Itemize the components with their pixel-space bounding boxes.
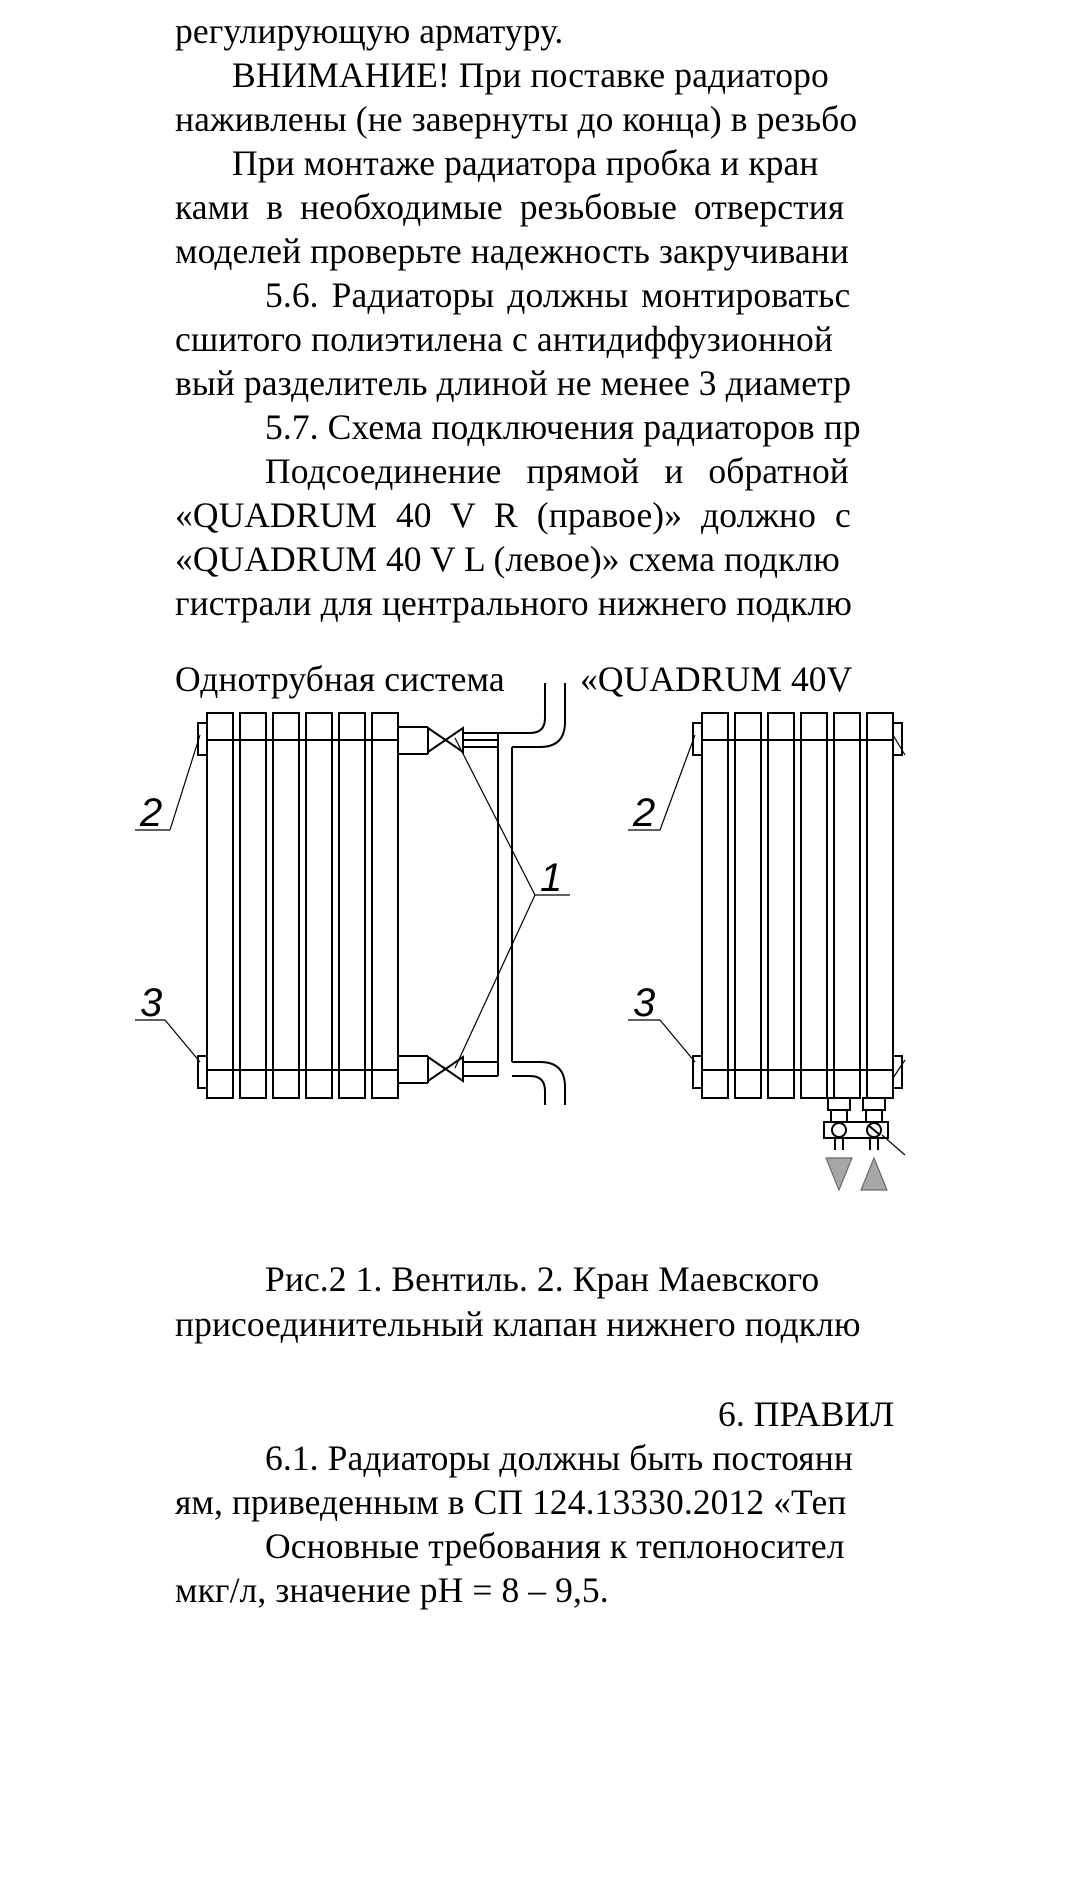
bottom-connection-valve <box>823 1097 889 1150</box>
paragraph-line: Основные требования к теплоносител <box>265 1526 845 1566</box>
paragraph-line: сшитого полиэтилена с антидиффузионной <box>175 319 833 359</box>
paragraph-line: ям, приведенным в СП 124.13330.2012 «Теп <box>175 1482 847 1522</box>
figure-right-title: «QUADRUM 40V <box>580 659 853 699</box>
figure-left-title: Однотрубная система <box>175 659 505 699</box>
valve-bottom <box>398 1055 498 1084</box>
paragraph-line: 6.1. Радиаторы должны быть постоянн <box>265 1438 853 1478</box>
paragraph-line: «QUADRUM 40 V L (левое)» схема подклю <box>175 539 840 579</box>
label-2-left: 2 <box>139 791 162 835</box>
label-3-left: 3 <box>140 981 162 1025</box>
label-3-right: 3 <box>633 981 655 1025</box>
paragraph-line: 5.6. Радиаторы должны монтироватьс <box>265 275 851 315</box>
riser-pipe <box>512 683 566 1105</box>
paragraph-line: мкг/л, значение рН = 8 – 9,5. <box>175 1570 609 1610</box>
label-1: 1 <box>540 856 562 900</box>
figure-caption: присоединительный клапан нижнего подклю <box>175 1304 861 1344</box>
paragraph-line: 5.7. Схема подключения радиаторов пр <box>265 407 861 447</box>
figure-caption: Рис.2 1. Вентиль. 2. Кран Маевского <box>265 1259 820 1299</box>
radiator-right <box>692 712 903 1099</box>
paragraph-line: наживлены (не завернуты до конца) в резь… <box>175 99 858 139</box>
valve-top <box>398 726 498 755</box>
paragraph-line: Подсоединение прямой и обратной <box>265 451 849 491</box>
supply-arrow-icon <box>825 1157 853 1192</box>
label-2-right: 2 <box>632 791 655 835</box>
section-heading: 6. ПРАВИЛ <box>718 1394 895 1434</box>
paragraph-line: гистрали для центрального нижнего подклю <box>175 583 852 623</box>
radiator-left <box>197 712 399 1099</box>
paragraph-line: регулирующую арматуру. <box>175 11 564 51</box>
radiator-connection-diagram: 2 3 1 2 3 <box>135 683 906 1192</box>
paragraph-line: ками в необходимые резьбовые отверстия <box>175 187 845 227</box>
paragraph-line: «QUADRUM 40 V R (правое)» должно с <box>175 495 851 535</box>
paragraph-line: моделей проверьте надежность закручивани <box>175 231 849 271</box>
paragraph-line: вый разделитель длиной не менее 3 диамет… <box>175 363 852 403</box>
paragraph-line: ВНИМАНИЕ! При поставке радиаторо <box>232 55 829 95</box>
return-arrow-icon <box>860 1156 888 1191</box>
paragraph-line: При монтаже радиатора пробка и кран <box>232 143 819 183</box>
